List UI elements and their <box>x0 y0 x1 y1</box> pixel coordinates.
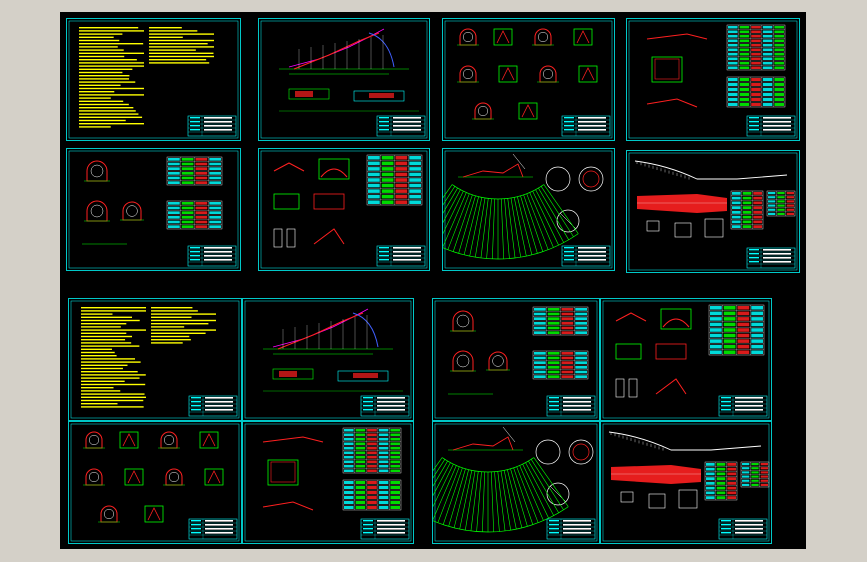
sheet-graphics <box>444 20 613 139</box>
drawing-sheet[interactable] <box>258 148 430 271</box>
sheet-graphics <box>602 300 770 419</box>
title-block <box>546 518 596 540</box>
drawing-sheet[interactable] <box>442 18 615 141</box>
drawing-sheet[interactable] <box>432 421 600 544</box>
title-block <box>546 395 596 417</box>
sheet-graphics <box>260 150 428 269</box>
drawing-sheet[interactable] <box>626 150 800 273</box>
sheet-graphics <box>244 423 412 542</box>
title-block <box>561 115 611 137</box>
cad-drawing-canvas[interactable] <box>60 12 806 549</box>
drawing-sheet[interactable] <box>66 148 241 271</box>
sheet-graphics <box>70 423 240 542</box>
drawing-sheet[interactable] <box>68 298 242 421</box>
structure-details <box>273 154 423 248</box>
cross-sections <box>457 28 598 120</box>
drawing-sheet[interactable] <box>600 298 772 421</box>
rebar-schedule <box>646 24 786 108</box>
sheet-graphics <box>68 150 239 269</box>
sheet-graphics <box>443 150 613 269</box>
drawing-sheet[interactable] <box>442 148 615 271</box>
title-block <box>376 245 426 267</box>
general-notes <box>79 27 214 128</box>
title-block <box>188 395 238 417</box>
structure-details <box>615 304 765 398</box>
sheet-graphics <box>602 423 770 542</box>
drawing-sheet[interactable] <box>242 421 414 544</box>
title-block <box>746 115 796 137</box>
general-notes <box>81 307 216 408</box>
sheet-graphics <box>68 20 239 139</box>
energy-dissipator-plan <box>443 153 604 260</box>
longitudinal-profile <box>634 160 796 238</box>
drawing-sheet[interactable] <box>258 18 430 141</box>
title-block <box>746 247 796 269</box>
profile-view <box>279 28 419 112</box>
sheet-graphics <box>628 20 798 139</box>
title-block <box>376 115 426 137</box>
sheet-graphics <box>260 20 428 139</box>
drawing-sheet[interactable] <box>68 421 242 544</box>
title-block <box>188 518 238 540</box>
rebar-schedule <box>262 427 402 511</box>
title-block <box>187 115 237 137</box>
longitudinal-profile <box>608 431 770 509</box>
drawing-sheet[interactable] <box>600 421 772 544</box>
title-block <box>360 395 410 417</box>
cross-sections <box>83 431 224 523</box>
drawing-sheet[interactable] <box>626 18 800 141</box>
drawing-sheet[interactable] <box>242 298 414 421</box>
profile-view <box>263 308 403 392</box>
tunnel-sections <box>82 156 223 245</box>
title-block <box>187 245 237 267</box>
sheet-graphics <box>628 152 798 271</box>
tunnel-sections <box>448 306 589 395</box>
title-block <box>561 245 611 267</box>
energy-dissipator-plan <box>433 426 594 533</box>
title-block <box>360 518 410 540</box>
drawing-sheet[interactable] <box>66 18 241 141</box>
sheet-graphics <box>434 300 598 419</box>
sheet-graphics <box>70 300 240 419</box>
drawing-sheet[interactable] <box>432 298 600 421</box>
sheet-graphics <box>244 300 412 419</box>
title-block <box>718 518 768 540</box>
title-block <box>718 395 768 417</box>
sheet-graphics <box>433 423 598 542</box>
